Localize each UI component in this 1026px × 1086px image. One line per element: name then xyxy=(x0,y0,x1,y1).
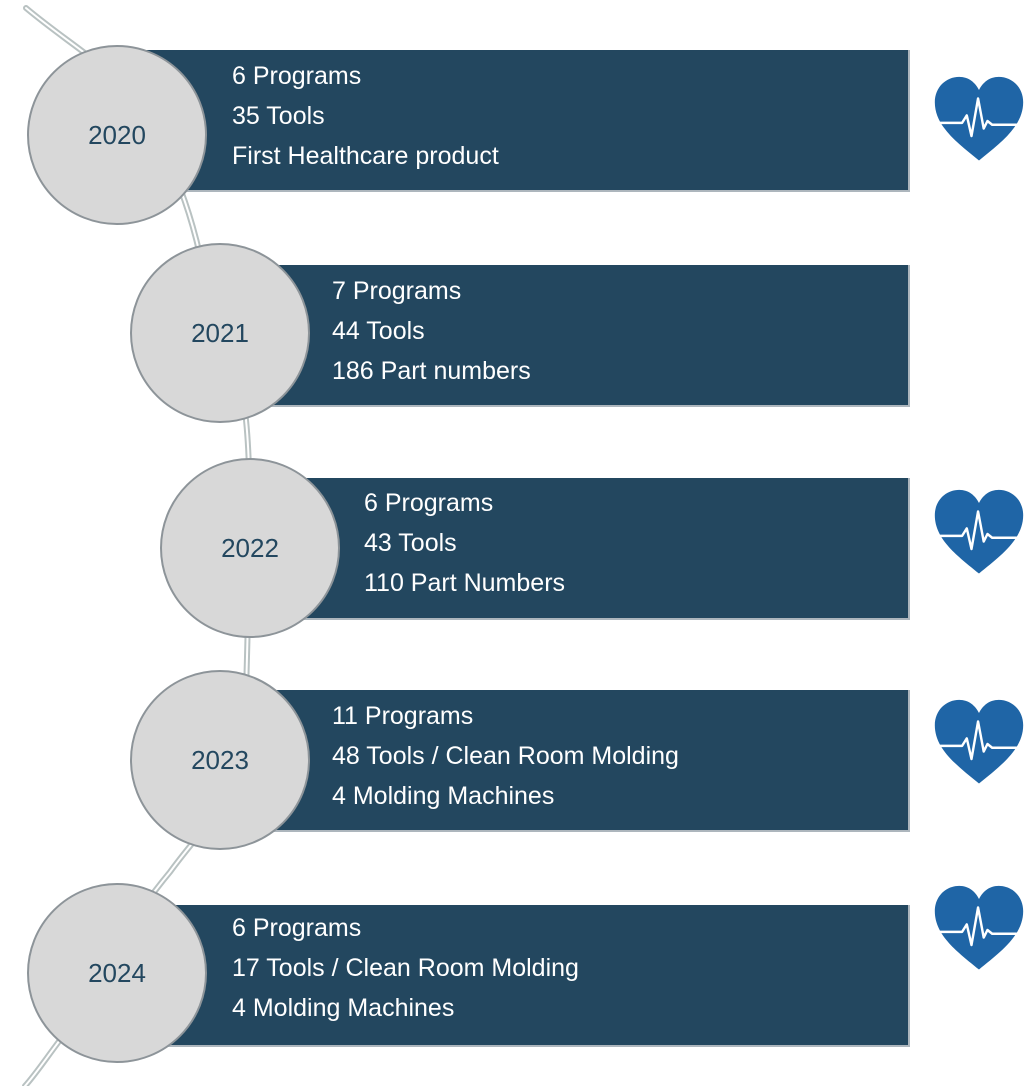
year-label: 2020 xyxy=(88,119,146,150)
milestone-bar xyxy=(120,50,910,192)
milestone-line: 35 Tools xyxy=(232,102,325,130)
milestone-line: 44 Tools xyxy=(332,317,425,345)
milestone-line: 4 Molding Machines xyxy=(332,782,555,810)
milestone-lines: 6 Programs 17 Tools / Clean Room Molding… xyxy=(232,908,579,1028)
milestone-line: 6 Programs xyxy=(232,62,362,90)
heartbeat-icon xyxy=(932,487,1026,581)
milestone-line: 17 Tools / Clean Room Molding xyxy=(232,954,579,982)
heartbeat-icon xyxy=(932,697,1026,791)
year-circle: 2022 xyxy=(160,458,340,638)
year-circle: 2021 xyxy=(130,243,310,423)
milestone-line: 48 Tools / Clean Room Molding xyxy=(332,742,679,770)
milestone-lines: 11 Programs 48 Tools / Clean Room Moldin… xyxy=(332,696,679,816)
milestone-line: 6 Programs xyxy=(364,489,494,517)
milestone-line: 4 Molding Machines xyxy=(232,994,455,1022)
milestone-bar xyxy=(255,478,910,620)
year-label: 2021 xyxy=(191,317,249,348)
milestone-bar xyxy=(120,905,910,1047)
milestone-line: 11 Programs xyxy=(332,702,474,730)
year-label: 2023 xyxy=(191,744,249,775)
milestone-bar xyxy=(225,265,910,407)
milestone-line: 110 Part Numbers xyxy=(364,569,566,597)
heartbeat-icon xyxy=(932,883,1026,977)
milestone-line: 6 Programs xyxy=(232,914,362,942)
milestone-bar xyxy=(225,690,910,832)
timeline-entry-2023: 11 Programs 48 Tools / Clean Room Moldin… xyxy=(0,0,1026,850)
timeline-entry-2024: 6 Programs 17 Tools / Clean Room Molding… xyxy=(0,0,1026,1063)
milestone-line: 43 Tools xyxy=(364,529,457,557)
year-circle: 2024 xyxy=(27,883,207,1063)
milestone-lines: 6 Programs 35 Tools First Healthcare pro… xyxy=(232,56,499,176)
milestone-lines: 6 Programs 43 Tools 110 Part Numbers xyxy=(364,483,565,603)
milestone-line: 186 Part numbers xyxy=(332,357,531,385)
timeline-entry-2020: 6 Programs 35 Tools First Healthcare pro… xyxy=(0,0,1026,225)
timeline-entry-2022: 6 Programs 43 Tools 110 Part Numbers 202… xyxy=(0,0,1026,638)
year-circle: 2020 xyxy=(27,45,207,225)
heartbeat-icon xyxy=(932,74,1026,168)
milestone-line: 7 Programs xyxy=(332,277,462,305)
year-circle: 2023 xyxy=(130,670,310,850)
year-label: 2022 xyxy=(221,532,279,563)
timeline-entry-2021: 7 Programs 44 Tools 186 Part numbers 202… xyxy=(0,0,1026,423)
milestone-lines: 7 Programs 44 Tools 186 Part numbers xyxy=(332,271,531,391)
year-label: 2024 xyxy=(88,957,146,988)
milestone-line: First Healthcare product xyxy=(232,142,499,170)
